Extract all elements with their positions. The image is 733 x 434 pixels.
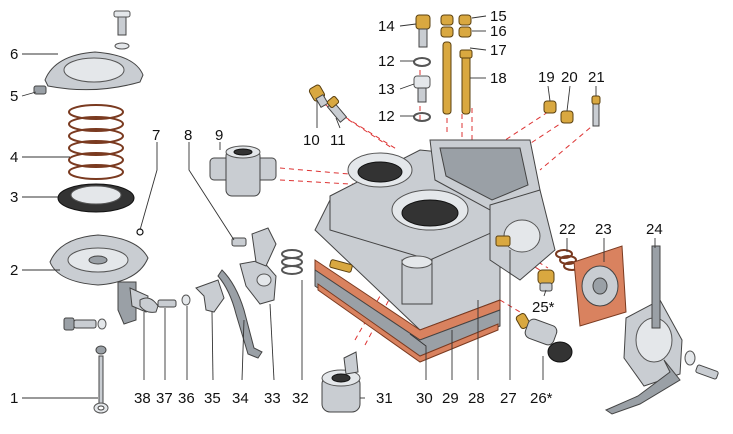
- label-7: 7: [152, 127, 160, 144]
- label-18: 18: [490, 70, 507, 87]
- screw-parts-10-11: [308, 84, 348, 123]
- jet-parts: [413, 14, 473, 122]
- label-38: 38: [134, 390, 151, 407]
- label-35: 35: [204, 390, 221, 407]
- lever-part-35: [195, 279, 225, 313]
- diaphragm-spring-part: [68, 104, 124, 180]
- label-6: 6: [10, 46, 18, 63]
- label-22: 22: [559, 221, 576, 238]
- callout-labels: 1 2 3 4 5 6 7 8 9 10 11 12 12 13 14 15 1…: [10, 8, 663, 407]
- venturi-tube-part: [209, 145, 277, 197]
- pump-housing-part: [49, 234, 149, 325]
- float-valve-part: [321, 351, 361, 413]
- label-32: 32: [292, 390, 309, 407]
- label-2: 2: [10, 262, 18, 279]
- label-9: 9: [215, 127, 223, 144]
- label-29: 29: [442, 390, 459, 407]
- label-3: 3: [10, 189, 18, 206]
- label-14: 14: [378, 18, 395, 35]
- pump-cover-part: [33, 51, 144, 95]
- valve-parts-25-26: [515, 269, 573, 363]
- label-37: 37: [156, 390, 173, 407]
- label-33: 33: [264, 390, 281, 407]
- label-23: 23: [595, 221, 612, 238]
- label-26: 26*: [530, 390, 553, 407]
- label-11: 11: [330, 132, 346, 149]
- carburetor-body-part: [314, 139, 556, 363]
- label-30: 30: [416, 390, 433, 407]
- bolt-part: [63, 317, 107, 331]
- washer-part-36: [181, 294, 191, 306]
- screw-part-8: [231, 237, 247, 247]
- label-4: 4: [10, 149, 18, 166]
- linkage-parts: [139, 227, 303, 359]
- label-20: 20: [561, 69, 578, 86]
- cover-screw-part: [113, 10, 131, 50]
- label-17: 17: [490, 42, 507, 59]
- label-10: 10: [303, 132, 320, 149]
- label-19: 19: [538, 69, 555, 86]
- screw-part-37: [157, 299, 177, 308]
- label-31: 31: [376, 390, 393, 407]
- rod-part-34: [217, 269, 263, 359]
- label-25: 25*: [532, 299, 555, 316]
- label-8: 8: [184, 127, 192, 144]
- label-12b: 12: [378, 108, 395, 125]
- label-1: 1: [10, 390, 18, 407]
- label-12a: 12: [378, 53, 395, 70]
- jet-parts-19-21: [543, 95, 601, 127]
- label-15: 15: [490, 8, 507, 25]
- label-16: 16: [490, 23, 507, 40]
- label-5: 5: [10, 88, 18, 105]
- diaphragm-part: [57, 183, 135, 213]
- accelerator-pump-assembly: [33, 10, 149, 414]
- choke-cover-part: [604, 245, 719, 415]
- label-36: 36: [178, 390, 195, 407]
- washer-part-38: [139, 297, 159, 313]
- spring-part-32: [281, 249, 303, 275]
- label-28: 28: [468, 390, 485, 407]
- label-21: 21: [588, 69, 605, 86]
- leader-lines: [21, 15, 656, 399]
- label-34: 34: [232, 390, 249, 407]
- label-24: 24: [646, 221, 663, 238]
- label-27: 27: [500, 390, 517, 407]
- label-13: 13: [378, 81, 395, 98]
- diaphragm-gasket-part: [573, 245, 627, 327]
- pump-rod-part: [93, 345, 109, 414]
